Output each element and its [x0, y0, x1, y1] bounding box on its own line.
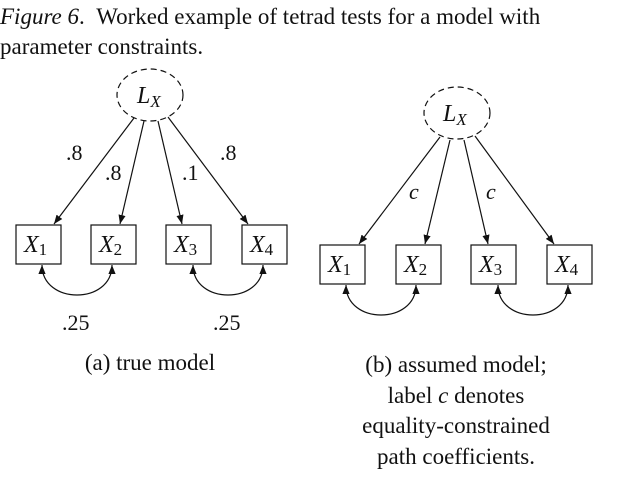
figure-label: Figure 6 [0, 4, 79, 29]
covariance-arrow-3-4 [189, 264, 267, 296]
observed-node-2 [395, 244, 442, 285]
path-label-4: .8 [220, 140, 237, 165]
latent-label: LX [442, 101, 467, 129]
observed-node-3 [470, 244, 517, 285]
diagram-assumed-model: LX c c X1 X2 X3 X4 (b) assumed model; la… [319, 86, 593, 469]
latent-node [423, 86, 491, 140]
caption-line-1: Figure 6. Worked example of tetrad tests… [0, 4, 541, 29]
path-label-1: .8 [66, 140, 83, 165]
caption-line-2: parameter constraints. [0, 34, 204, 59]
path-label-1: c [409, 179, 419, 204]
covariance-label-1-2: .25 [62, 310, 90, 335]
path-arrow-2 [423, 139, 451, 245]
covariance-arrow-1-2 [342, 284, 420, 316]
observed-label-4: X4 [554, 252, 579, 279]
observed-label-2: X2 [403, 252, 427, 279]
observed-label-4: X4 [249, 232, 274, 259]
path-arrow-3 [157, 120, 184, 225]
observed-node-3 [165, 224, 212, 265]
observed-node-2 [90, 224, 137, 265]
subcaption-b-line-3: equality-constrained [362, 413, 550, 438]
latent-label: LX [136, 83, 161, 111]
path-label-3: .1 [182, 160, 199, 185]
subcaption-b-line-2: label c denotes [388, 383, 525, 408]
observed-node-4 [241, 224, 288, 265]
observed-node-1 [319, 244, 366, 285]
observed-label-2: X2 [98, 232, 122, 259]
observed-label-1: X1 [327, 252, 351, 279]
figure-caption: Figure 6. Worked example of tetrad tests… [0, 2, 644, 62]
subcaption-b-line-4: path coefficients. [377, 444, 535, 469]
covariance-arrow-3-4 [494, 284, 572, 316]
path-arrow-1 [358, 136, 441, 245]
subcaption-b-line-1: (b) assumed model; [365, 352, 546, 377]
path-arrow-1 [53, 117, 135, 225]
path-arrow-4 [474, 135, 555, 245]
latent-node [116, 68, 184, 122]
covariance-label-3-4: .25 [213, 310, 241, 335]
diagram-true-model: LX .8 .8 .1 .8 X1 X2 X3 X4 .25 .25 (a) t… [15, 68, 288, 375]
path-label-2: .8 [105, 160, 122, 185]
path-arrow-4 [167, 116, 249, 225]
path-arrow-3 [463, 139, 490, 245]
path-label-3: c [486, 179, 496, 204]
covariance-arrow-1-2 [38, 264, 116, 296]
caption-text: Worked example of tetrad tests for a mod… [96, 4, 541, 29]
observed-node-1 [15, 224, 62, 265]
subcaption-a: (a) true model [85, 350, 215, 375]
observed-label-3: X3 [478, 252, 502, 279]
path-arrow-2 [118, 120, 145, 225]
observed-node-4 [546, 244, 593, 285]
observed-label-3: X3 [173, 232, 197, 259]
observed-label-1: X1 [23, 232, 47, 259]
